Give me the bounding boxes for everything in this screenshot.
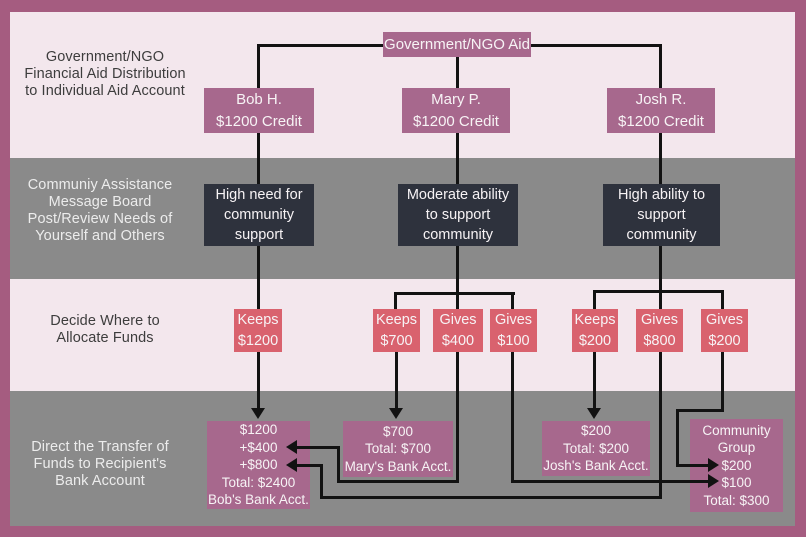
connector-josh-need-branch: [659, 244, 662, 311]
node-mary-keeps-700: Keeps $700: [373, 309, 420, 352]
connector-keeps200-down: [593, 352, 596, 409]
connector-bob-credit-need: [257, 131, 260, 185]
connector-gives400-v2: [337, 446, 340, 483]
connector-gives100-v: [511, 352, 514, 483]
connector-mary-need-branch: [456, 244, 459, 311]
arrowhead-left-plus800-icon: [286, 458, 297, 472]
connector-bob-need-alloc: [257, 244, 260, 311]
node-josh-keeps-200: Keeps $200: [572, 309, 618, 352]
stage-label-message-board: Communiy Assistance Message Board Post/R…: [27, 177, 173, 244]
connector-josh-branch-h: [593, 290, 724, 293]
arrowhead-right-community-200-icon: [708, 458, 719, 472]
connector-gives200-into-community: [676, 464, 709, 467]
node-mary-credit: Mary P. $1200 Credit: [402, 88, 510, 133]
connector-source-bob-v: [257, 44, 260, 90]
connector-mary-gives100-drop: [511, 292, 514, 311]
node-josh-ability: High ability to support community: [603, 184, 720, 246]
stage-label-allocation: Decide Where to Allocate Funds: [50, 313, 160, 346]
connector-gives200-v1: [721, 352, 724, 412]
connector-gives200-v2: [676, 409, 679, 467]
node-josh-gives-800: Gives $800: [636, 309, 683, 352]
connector-source-josh-v: [659, 44, 662, 90]
connector-source-josh-h: [531, 44, 661, 47]
node-bob-bank-account: $1200 +$400 +$800 Total: $2400 Bob's Ban…: [207, 421, 310, 509]
connector-mary-branch-h: [394, 292, 515, 295]
node-josh-gives-200: Gives $200: [701, 309, 748, 352]
connector-josh-credit-need: [659, 131, 662, 185]
node-mary-gives-100: Gives $100: [490, 309, 537, 352]
node-government-ngo-aid: Government/NGO Aid: [383, 32, 531, 57]
connector-gives800-v1: [659, 352, 662, 499]
node-mary-bank-account: $700 Total: $700 Mary's Bank Acct.: [343, 421, 453, 477]
connector-keeps1200-down: [257, 352, 260, 409]
arrowhead-left-plus400-icon: [286, 440, 297, 454]
connector-keeps700-down: [395, 352, 398, 409]
connector-gives800-h1: [320, 496, 662, 499]
connector-source-mary-v: [456, 55, 459, 90]
connector-josh-gives200-drop: [721, 290, 724, 311]
connector-gives800-into-bob: [297, 464, 323, 467]
arrowhead-down-mary-bank-icon: [389, 408, 403, 419]
connector-gives400-h1: [337, 480, 459, 483]
node-bob-keeps-1200: Keeps $1200: [234, 309, 282, 352]
node-mary-gives-400: Gives $400: [433, 309, 483, 352]
node-josh-credit: Josh R. $1200 Credit: [607, 88, 715, 133]
arrowhead-down-josh-bank-icon: [587, 408, 601, 419]
node-mary-ability: Moderate ability to support community: [398, 184, 518, 246]
connector-gives100-into-community: [511, 480, 709, 483]
stage-label-distribution: Government/NGO Financial Aid Distributio…: [24, 49, 186, 99]
connector-gives800-v2: [320, 464, 323, 499]
arrowhead-right-community-100-icon: [708, 474, 719, 488]
connector-mary-credit-need: [456, 131, 459, 185]
connector-mary-keeps-drop: [394, 292, 397, 311]
connector-josh-keeps-drop: [593, 290, 596, 311]
connector-gives200-h1: [676, 409, 724, 412]
node-bob-need: High need for community support: [204, 184, 314, 246]
arrowhead-down-bob-bank-icon: [251, 408, 265, 419]
node-josh-bank-account: $200 Total: $200 Josh's Bank Acct.: [542, 421, 650, 476]
connector-gives400-into-bob: [297, 446, 340, 449]
connector-gives400-v1: [456, 352, 459, 483]
node-bob-credit: Bob H. $1200 Credit: [204, 88, 314, 133]
stage-label-transfer: Direct the Transfer of Funds to Recipien…: [31, 439, 169, 489]
connector-source-bob-h: [258, 44, 384, 47]
